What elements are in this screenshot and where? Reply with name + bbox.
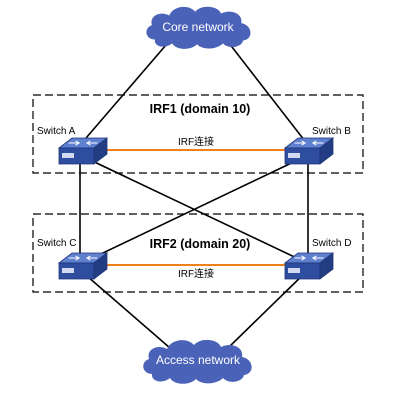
core-network-cloud: Core network — [146, 6, 251, 49]
irf2-link-label: IRF连接 — [178, 267, 214, 280]
switch-a-label: Switch A — [37, 126, 76, 137]
irf2-domain-title: IRF2 (domain 20) — [150, 237, 251, 251]
access-network-cloud: Access network — [143, 339, 252, 384]
irf1-domain-title: IRF1 (domain 10) — [150, 102, 251, 116]
link-switch-a-switch-d — [85, 157, 306, 263]
link-core-switch-b — [224, 37, 309, 146]
link-core-switch-a — [79, 37, 173, 146]
core-network-label: Core network — [162, 20, 234, 34]
switch-d: Switch D — [284, 238, 351, 280]
link-switch-c-access — [79, 269, 171, 349]
switch-c-label: Switch C — [37, 238, 76, 249]
access-network-label: Access network — [156, 353, 241, 367]
link-switch-d-access — [227, 269, 309, 349]
switch-a: Switch A — [37, 126, 108, 165]
switch-b-label: Switch B — [312, 126, 351, 137]
switch-c: Switch C — [37, 238, 108, 280]
switch-b: Switch B — [284, 126, 351, 165]
irf1-link-label: IRF连接 — [178, 135, 214, 148]
link-switch-b-switch-c — [83, 157, 303, 263]
switch-d-label: Switch D — [312, 238, 351, 249]
